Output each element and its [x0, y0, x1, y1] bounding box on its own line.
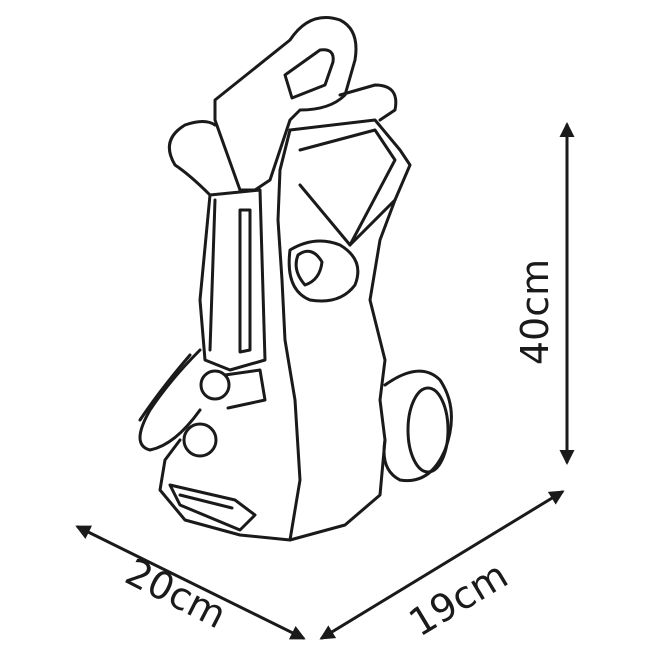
depth-arrow	[319, 490, 565, 640]
height-label: 40cm	[513, 259, 557, 365]
width-arrow	[75, 525, 306, 640]
depth-label: 19cm	[401, 553, 515, 645]
pressure-washer-icon	[138, 16, 453, 542]
width-label: 20cm	[119, 550, 234, 637]
